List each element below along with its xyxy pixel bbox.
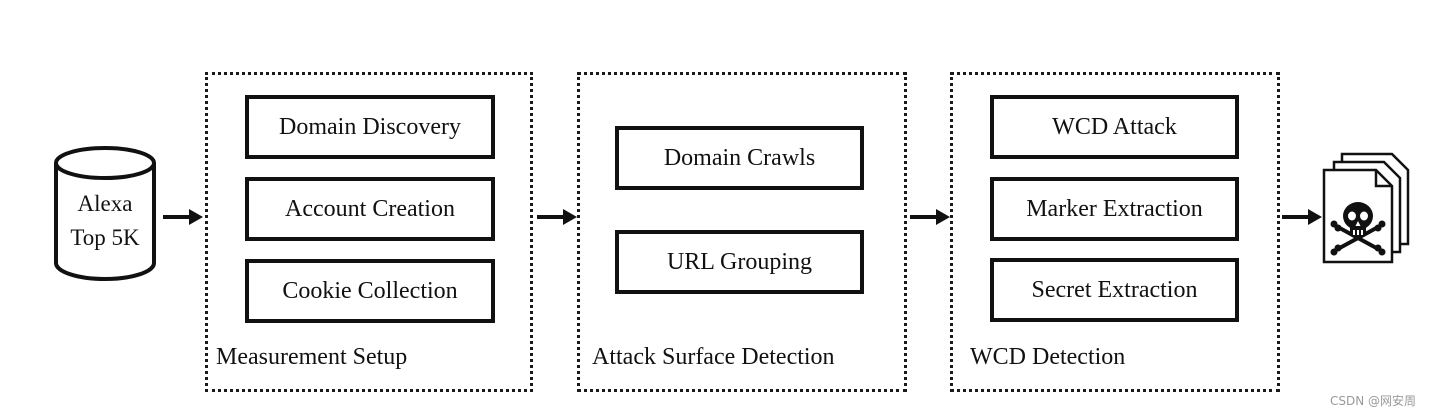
stage-attack-surface-detection [577,72,907,392]
watermark: CSDN @网安周 [1330,394,1417,408]
stage-title-wcd-detection: WCD Detection [970,344,1126,370]
step-account-creation: Account Creation [245,177,495,241]
step-domain-discovery: Domain Discovery [245,95,495,159]
step-cookie-collection: Cookie Collection [245,259,495,323]
step-domain-crawls: Domain Crawls [615,126,864,190]
step-wcd-attack: WCD Attack [990,95,1239,159]
skull-crossbones-document-stack-icon [1320,150,1412,266]
flow-arrow-icon [910,207,950,227]
stage-measurement-setup [205,72,533,392]
stage-title-measurement-setup: Measurement Setup [216,344,408,370]
step-url-grouping: URL Grouping [615,230,864,294]
stage-wcd-detection [950,72,1280,392]
database-cylinder-icon [54,146,156,281]
flow-arrow-icon [163,207,203,227]
step-secret-extraction: Secret Extraction [990,258,1239,322]
database-label-line2: Top 5K [70,225,140,250]
step-marker-extraction: Marker Extraction [990,177,1239,241]
alexa-database: Alexa Top 5K [52,145,158,283]
flow-arrow-icon [1282,207,1322,227]
stage-title-attack-surface-detection: Attack Surface Detection [592,344,835,370]
flow-arrow-icon [537,207,577,227]
database-label-line1: Alexa [77,191,133,216]
